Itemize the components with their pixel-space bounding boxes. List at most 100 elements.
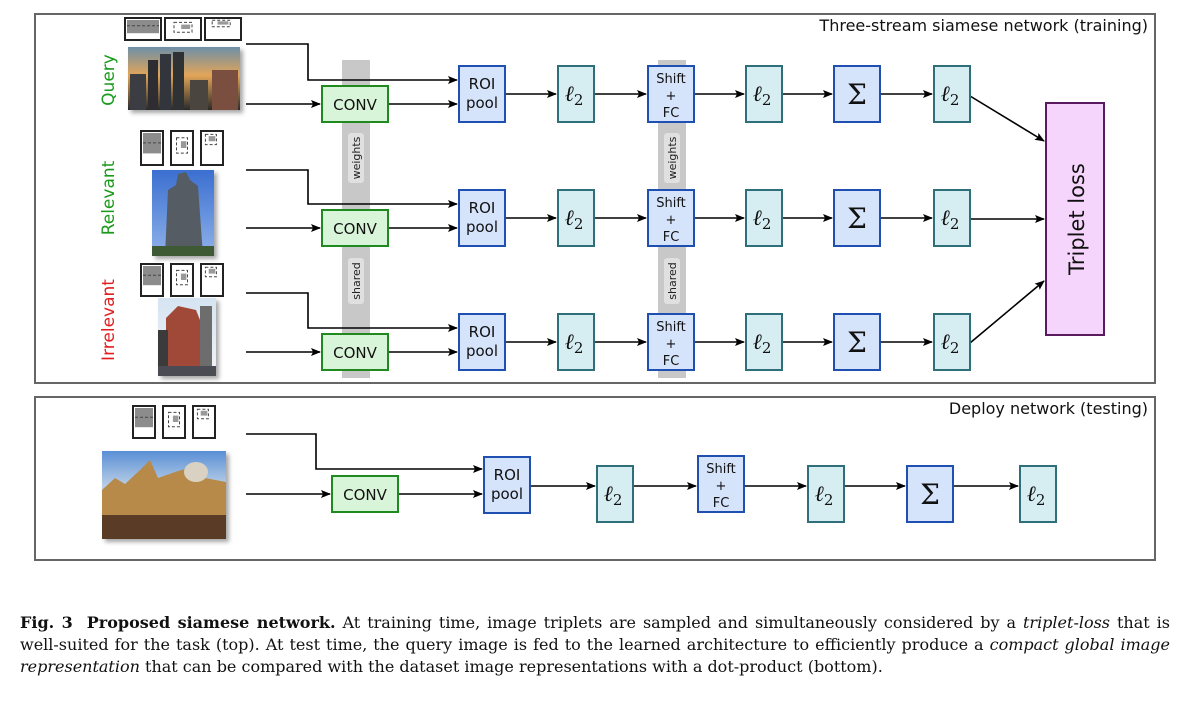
conv-block-irrelevant: CONV [321,333,389,371]
l2-label: ℓ2 [941,82,960,109]
l2-norm-block-2-irrelevant: ℓ2 [745,313,783,371]
l2-label: ℓ2 [941,206,960,233]
conv-block-query: CONV [321,85,389,123]
caption-text-2: that is well-suited for the task (top). … [20,613,1171,654]
l2-norm-block-1-relevant: ℓ2 [557,189,595,247]
sum-pool-block-irrelevant: Σ [833,313,881,371]
image-to-roi-arrow-relevant [246,169,458,208]
irrelevant-region-icons [140,263,224,297]
deploy-l2-norm-block-3: ℓ2 [1019,465,1057,523]
l2-label: ℓ2 [753,82,772,109]
conv-block-relevant: CONV [321,209,389,247]
region-grid-icon [200,263,224,297]
l2-norm-block-3-relevant: ℓ2 [933,189,971,247]
l2-norm-block-3-query: ℓ2 [933,65,971,123]
l2-label: ℓ2 [753,206,772,233]
deploy-sum-pool-block: Σ [906,465,954,523]
deploy-image-to-roi-arrow [246,433,483,473]
caption-fig-number: Fig. 3 [20,613,73,632]
region-grid-icon [204,17,242,41]
l2-label: ℓ2 [1027,482,1046,509]
relevant-region-icons [140,130,224,166]
shift-label: Shift [656,196,686,211]
l2-norm-block-2-relevant: ℓ2 [745,189,783,247]
l2-norm-block-1-irrelevant: ℓ2 [557,313,595,371]
training-panel-title: Three-stream siamese network (training) [818,16,1148,35]
fc-label: FC [663,106,680,121]
deploy-region-icons [132,405,216,439]
shift-fc-block-relevant: Shift + FC [647,189,695,247]
conv-label: CONV [333,96,378,114]
conv-label: CONV [333,344,378,362]
figure-caption: Fig. 3 Proposed siamese network. At trai… [20,612,1170,678]
roi-label: ROI [469,75,496,93]
stream-label-query: Query [99,54,119,106]
deploy-conv-block: CONV [331,475,399,513]
caption-italic-1: triplet-loss [1022,613,1111,632]
shift-label: Shift [656,320,686,335]
triplet-loss-block: Triplet loss [1045,102,1105,336]
fc-label: FC [713,496,730,511]
deploy-query-photo [102,451,226,539]
l2-label: ℓ2 [565,82,584,109]
image-to-roi-arrow-query [246,43,458,84]
image-to-roi-arrow-irrelevant [246,292,458,332]
fc-label: FC [663,354,680,369]
svg-text:shared: shared [666,262,679,299]
deploy-shift-fc-block: Shift + FC [697,455,745,513]
irrelevant-to-loss-arrow [969,280,1045,344]
sum-label: Σ [847,326,867,359]
relevant-photo [152,170,214,256]
sum-pool-block-query: Σ [833,65,881,123]
l2-norm-block-3-irrelevant: ℓ2 [933,313,971,371]
fc-label: FC [663,230,680,245]
l2-label: ℓ2 [604,482,623,509]
query-photo [128,47,240,110]
weights-tag-conv: weights [348,133,364,183]
svg-text:shared: shared [350,262,363,299]
caption-text-1: At training time, image triplets are sam… [335,613,1023,632]
query-region-icons [124,17,242,41]
region-grid-icon [200,130,224,166]
deploy-panel-title: Deploy network (testing) [949,399,1148,418]
caption-italic-2: compact global image representation [20,635,1170,676]
stream-label-relevant: Relevant [99,160,119,235]
shift-label: Shift [656,72,686,87]
query-to-loss-arrow [969,95,1045,142]
roi-label: ROI [469,323,496,341]
l2-label: ℓ2 [941,330,960,357]
sum-label: Σ [920,478,940,511]
region-grid-icon [192,405,216,439]
pool-label: pool [466,94,498,112]
l2-norm-block-2-query: ℓ2 [745,65,783,123]
l2-label: ℓ2 [815,482,834,509]
irrelevant-photo [158,298,216,376]
pool-label: pool [466,218,498,236]
shared-tag-conv: shared [348,258,364,304]
weights-tag-fc: weights [664,133,680,183]
plus-label: + [666,213,677,228]
shared-tag-fc: shared [664,258,680,304]
sum-label: Σ [847,202,867,235]
caption-text-3: that can be compared with the dataset im… [139,657,883,676]
deploy-l2-norm-block-1: ℓ2 [596,465,634,523]
roi-label: ROI [469,199,496,217]
deploy-l2-norm-block-2: ℓ2 [807,465,845,523]
stream-label-irrelevant: Irrelevant [99,279,119,361]
pool-label: pool [491,485,523,503]
sum-pool-block-relevant: Σ [833,189,881,247]
shift-fc-block-irrelevant: Shift+FC [647,313,695,371]
plus-label: + [716,479,727,494]
plus-label: + [666,89,677,104]
l2-label: ℓ2 [565,330,584,357]
shift-label: Shift [706,462,736,477]
caption-title: Proposed siamese network. [86,613,336,632]
svg-text:weights: weights [350,136,363,179]
roi-label: ROI [494,466,521,484]
l2-label: ℓ2 [753,330,772,357]
pool-label: pool [466,342,498,360]
l2-label: ℓ2 [565,206,584,233]
